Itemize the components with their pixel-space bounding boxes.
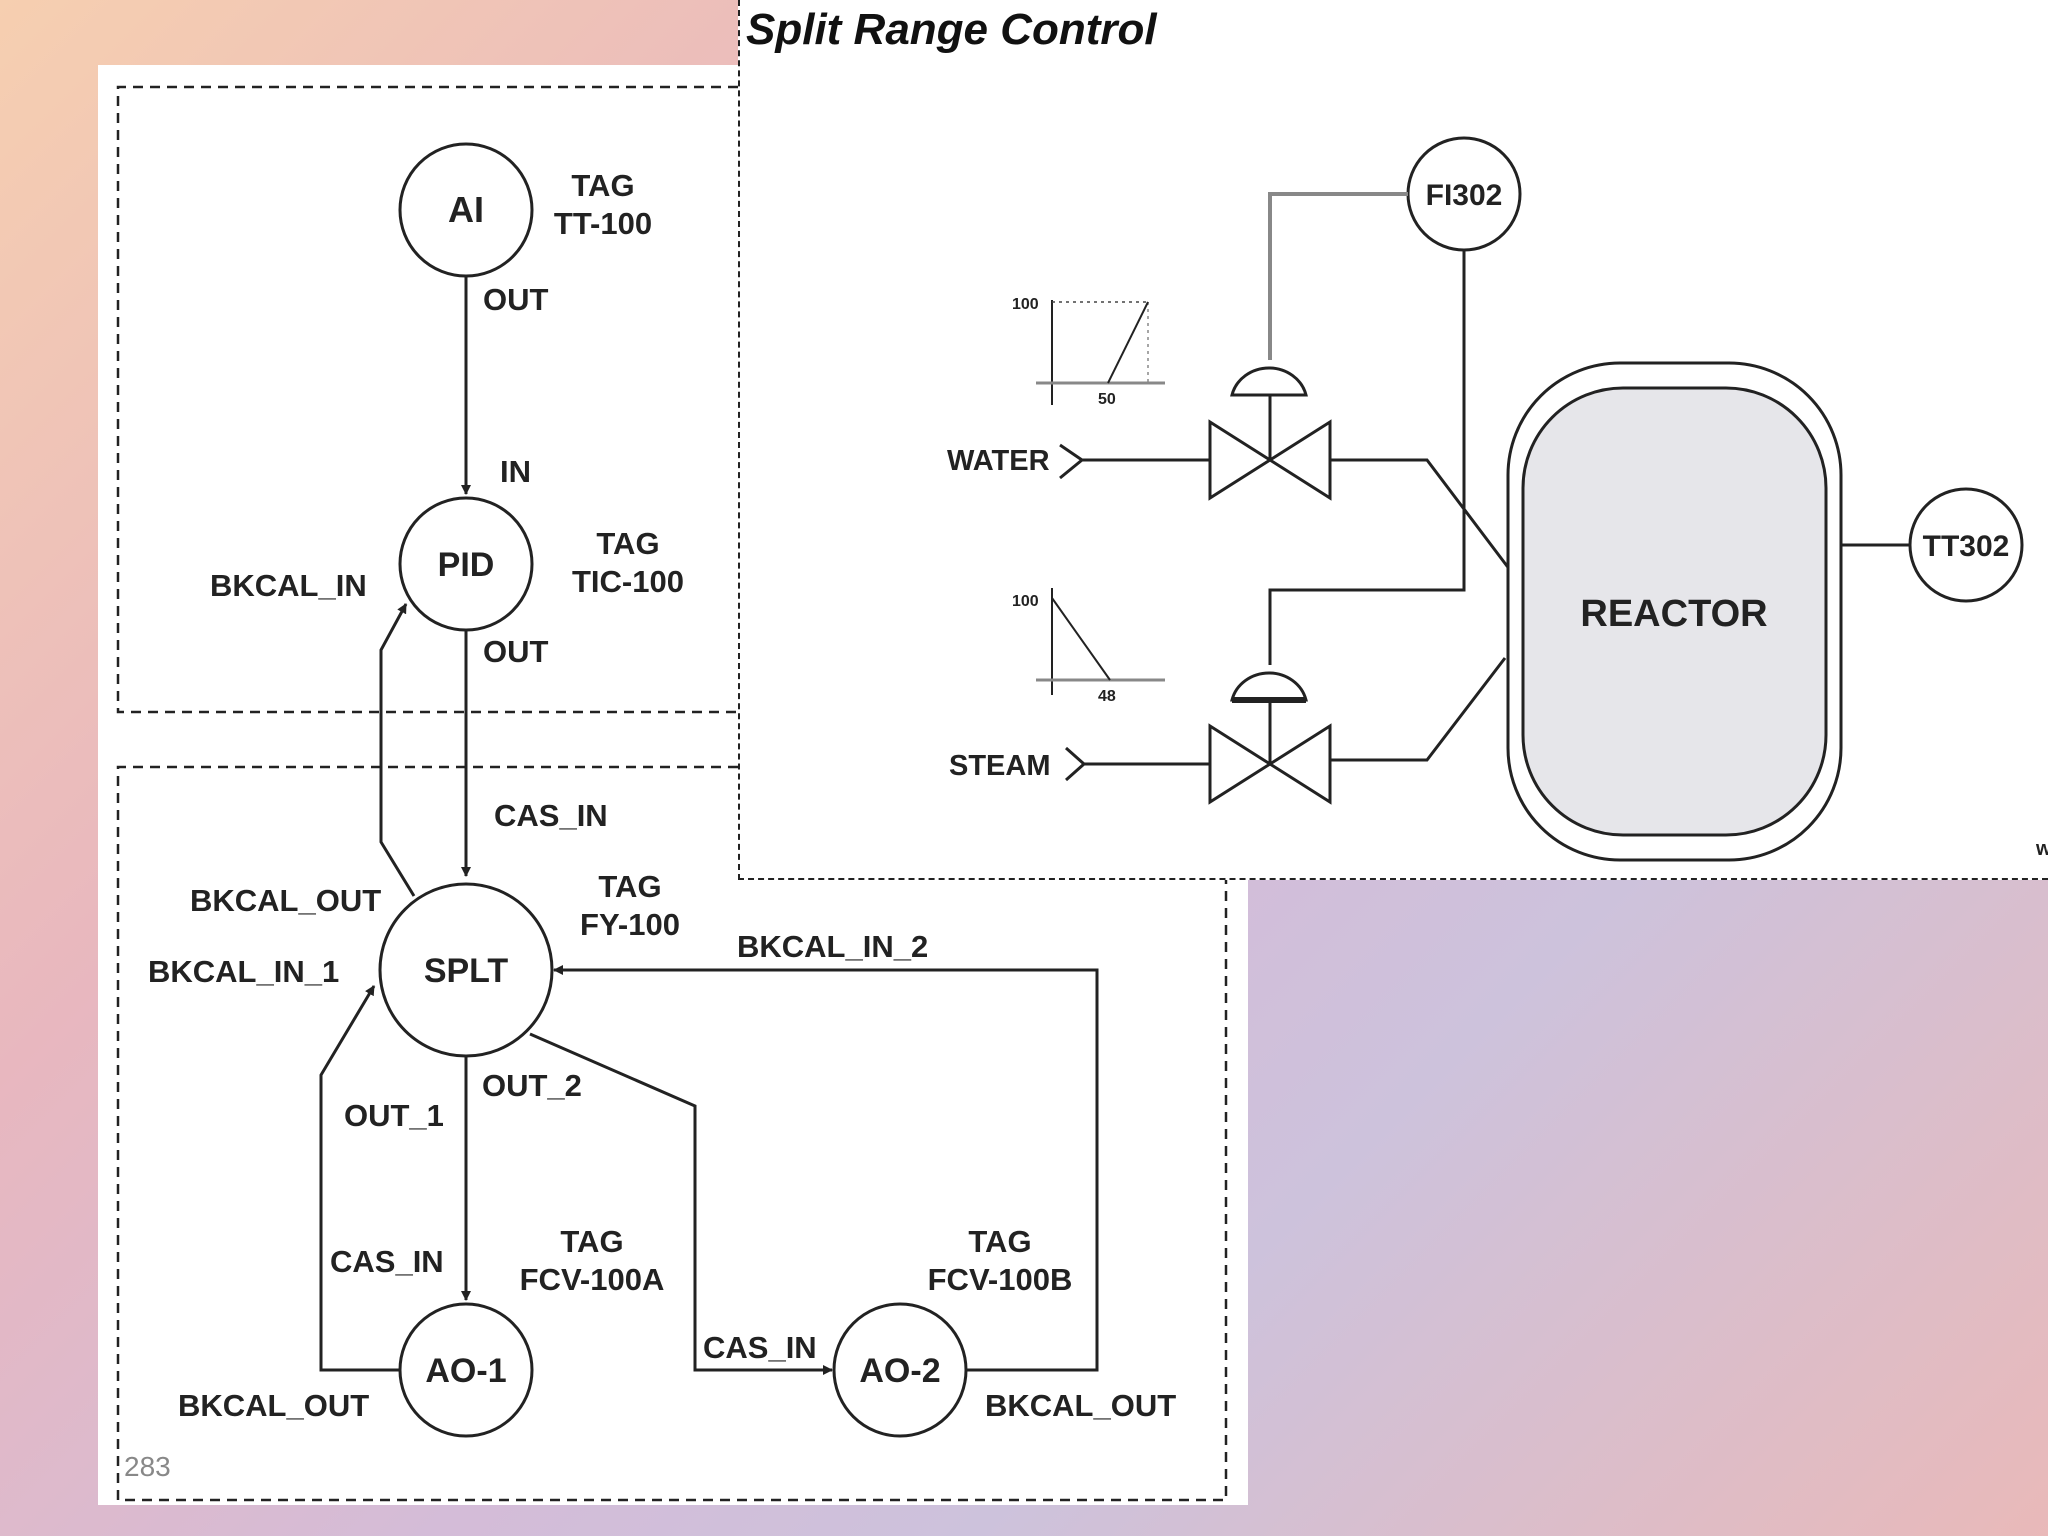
splt-bkcal-in-1-label: BKCAL_IN_1 [148, 954, 339, 989]
steam-to-reactor-line [1330, 657, 1507, 762]
ao1-tag-id: FCV-100A [520, 1262, 665, 1297]
ai-out-label: OUT [483, 282, 549, 317]
pid-out-label: OUT [483, 634, 549, 669]
ai-block-label: AI [448, 189, 484, 230]
ai-tag-id: TT-100 [554, 206, 652, 241]
steam-curve-48-label: 48 [1098, 688, 1116, 705]
page-number: 283 [124, 1451, 171, 1482]
water-curve-100-label: 100 [1012, 296, 1039, 313]
split-group-box [116, 765, 1228, 1502]
ao2-cas-in-label: CAS_IN [703, 1330, 817, 1365]
water-inlet-arrow [1059, 443, 1085, 480]
ao2-tag-id: FCV-100B [928, 1262, 1073, 1297]
splt-to-ao2-link [529, 1032, 833, 1375]
splt-block-label: SPLT [424, 952, 509, 990]
splt-bkcal-out-label: BKCAL_OUT [190, 883, 381, 918]
fi302-to-steam-valve-signal [1268, 250, 1466, 665]
pid-block-label: PID [438, 546, 495, 584]
ao2-bkcal-out-label: BKCAL_OUT [985, 1388, 1176, 1423]
steam-inlet-arrow [1065, 746, 1087, 782]
water-curve-50-label: 50 [1098, 391, 1116, 408]
splt-tag-id: FY-100 [580, 907, 680, 942]
ao1-cas-in-label: CAS_IN [330, 1244, 444, 1279]
pid-in-label: IN [500, 454, 531, 489]
water-valve-actuator [1230, 366, 1308, 397]
tt302-label: TT302 [1923, 530, 2010, 563]
pid-group-box [116, 85, 738, 714]
steam-curve-100-label: 100 [1012, 593, 1039, 610]
ai-tag-label: TAG [571, 168, 634, 203]
splt-out-2-label: OUT_2 [482, 1068, 582, 1103]
reactor-label: REACTOR [1580, 593, 1767, 635]
water-curve-line [1107, 301, 1149, 384]
edge-label: w [2035, 838, 2048, 860]
steam-label: STEAM [949, 750, 1051, 782]
splt-tag-label: TAG [598, 869, 661, 904]
tt302-instrument [1908, 487, 2024, 603]
splt-bkcal-in-2-label: BKCAL_IN_2 [737, 929, 928, 964]
fi302-label: FI302 [1426, 179, 1503, 212]
pid-tag-id: TIC-100 [572, 564, 684, 599]
pid-bkcal-in-label: BKCAL_IN [210, 568, 367, 603]
diagram-title: Split Range Control [746, 5, 1157, 54]
splt-bkcal-to-pid-link [379, 603, 416, 897]
ao1-block-label: AO-1 [425, 1352, 506, 1390]
ao1-bkcal-out-label: BKCAL_OUT [178, 1388, 369, 1423]
water-to-reactor-line [1330, 458, 1512, 571]
water-label: WATER [947, 445, 1050, 477]
ao1-block [398, 1302, 534, 1438]
ao2-bkcal-to-splt-link [553, 965, 1099, 1372]
fi302-to-water-valve-signal [1268, 192, 1408, 360]
ao1-tag-label: TAG [560, 1224, 623, 1259]
ao2-tag-label: TAG [968, 1224, 1031, 1259]
steam-curve-line [1051, 597, 1111, 681]
reactor-vessel [1521, 386, 1828, 837]
splt-out-1-label: OUT_1 [344, 1098, 444, 1133]
ao1-bkcal-to-splt-link [319, 985, 400, 1372]
splt-cas-in-label: CAS_IN [494, 798, 608, 833]
ao2-block [832, 1302, 968, 1438]
steam-valve-actuator [1230, 671, 1308, 702]
pid-tag-label: TAG [596, 526, 659, 561]
ao2-block-label: AO-2 [859, 1352, 940, 1390]
steam-valve-body [1208, 723, 1332, 805]
